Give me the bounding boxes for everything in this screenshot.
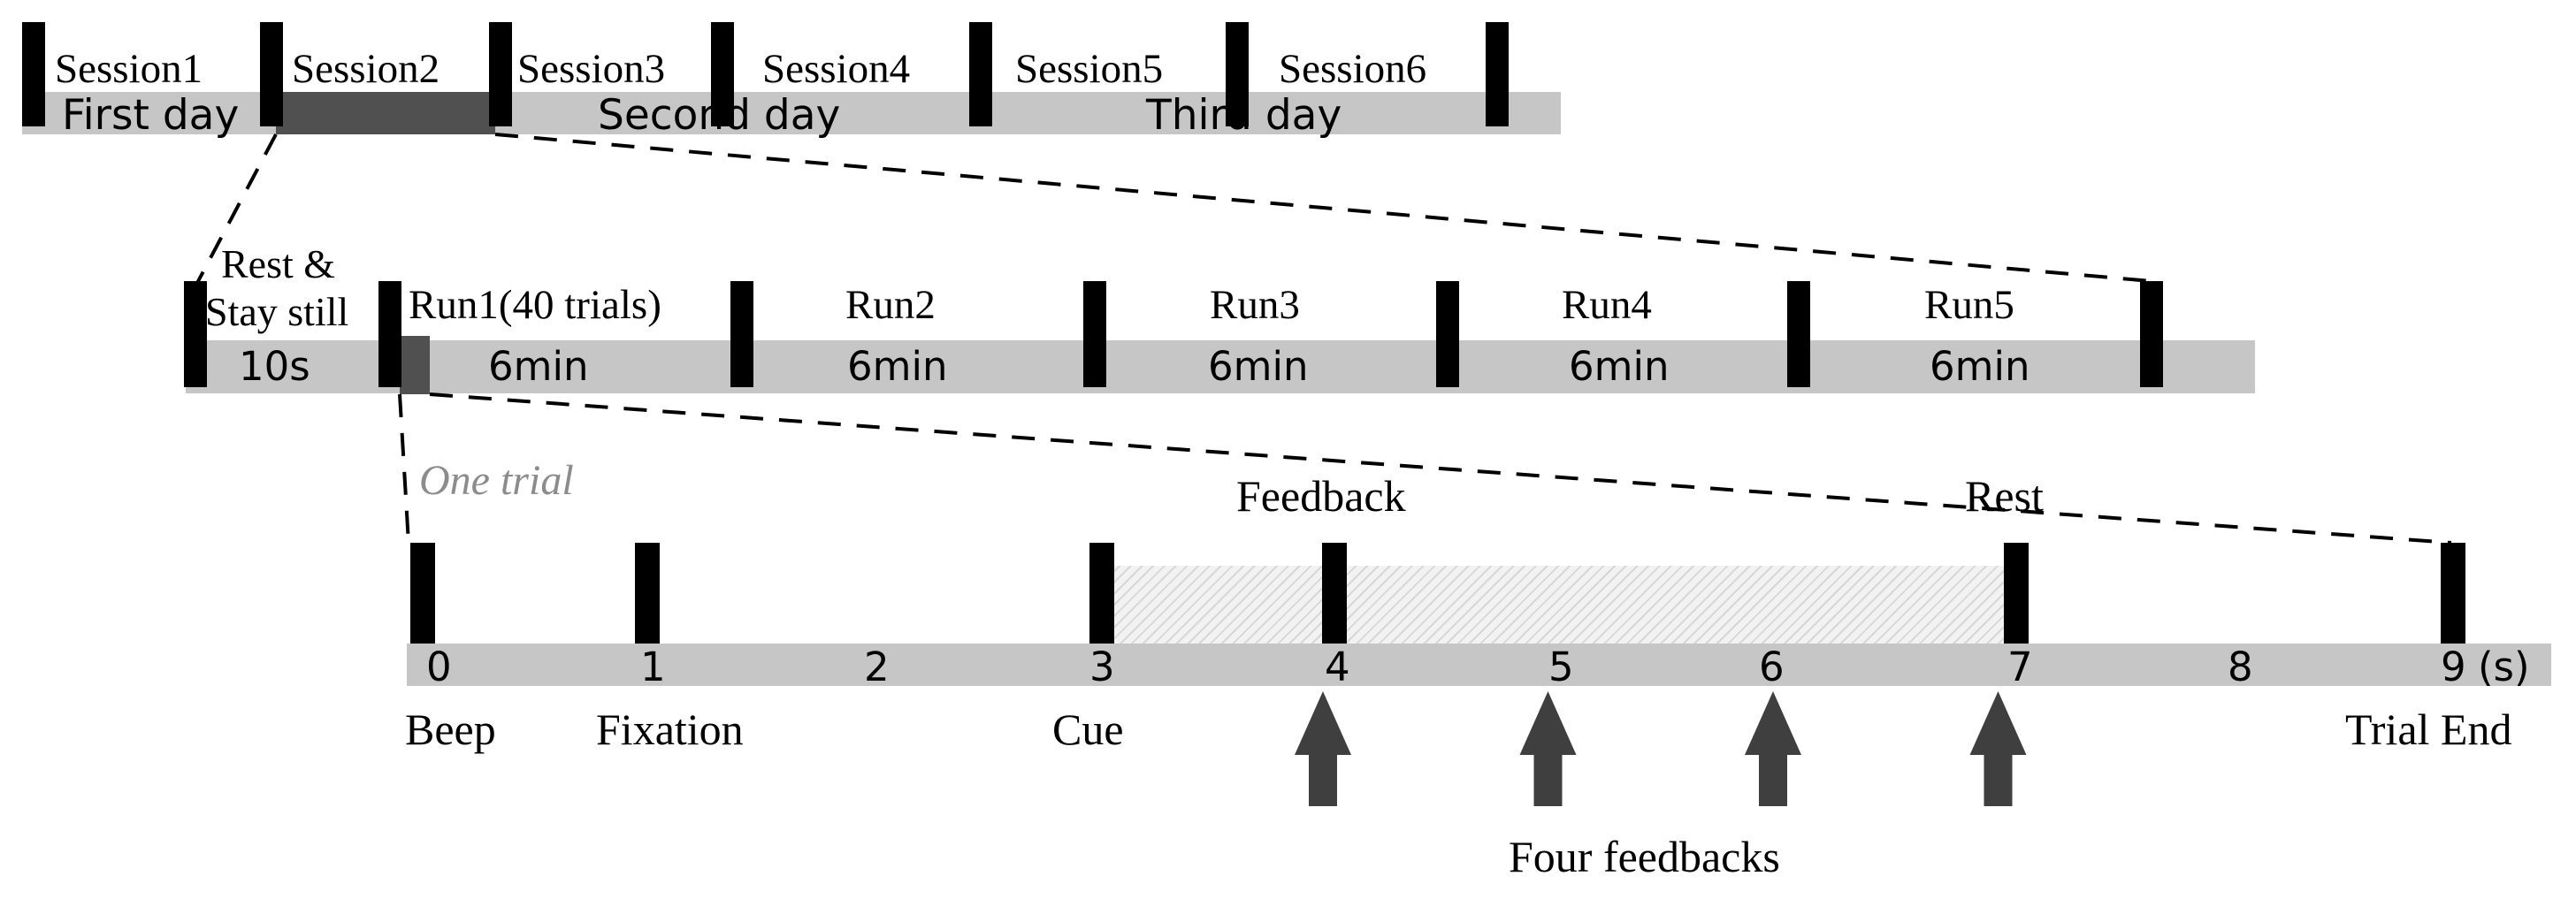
session-marker bbox=[1486, 22, 1509, 126]
feedback-arrow bbox=[1969, 691, 2027, 806]
run-label: Run1(40 trials) bbox=[409, 282, 661, 328]
zoom-connector-line bbox=[494, 133, 2152, 283]
feedback-period bbox=[1107, 566, 2015, 644]
run-marker bbox=[1436, 281, 1459, 387]
event-label: Cue bbox=[1052, 705, 1124, 754]
time-tick-label: 6 bbox=[1759, 644, 1785, 690]
time-tick-label: 3 bbox=[1089, 644, 1115, 690]
run-duration: 6min bbox=[488, 343, 589, 390]
trial-bar bbox=[407, 644, 2551, 686]
session-label: Session5 bbox=[1015, 46, 1164, 92]
four-feedbacks-label: Four feedbacks bbox=[1509, 832, 1780, 881]
time-tick-label: 4 bbox=[1325, 644, 1350, 690]
run-duration: 6min bbox=[1569, 343, 1670, 390]
session-marker bbox=[260, 22, 283, 126]
run-label: Run5 bbox=[1924, 282, 2014, 328]
zoom-connector-line bbox=[398, 393, 410, 544]
session-marker bbox=[711, 22, 734, 126]
trial-highlight bbox=[400, 336, 430, 394]
time-tick-label: 7 bbox=[2007, 644, 2033, 690]
time-tick-label: 2 bbox=[864, 644, 890, 690]
time-tick-label: 0 bbox=[426, 644, 452, 690]
trial-marker bbox=[2441, 543, 2465, 644]
feedback-arrow bbox=[1519, 691, 1577, 806]
session-label: Session6 bbox=[1279, 46, 1427, 92]
session-label: Session1 bbox=[55, 46, 203, 92]
one-trial-label: One trial bbox=[419, 457, 574, 504]
run-marker bbox=[378, 281, 401, 387]
session-marker bbox=[1226, 22, 1249, 126]
time-unit-label: (s) bbox=[2478, 644, 2530, 690]
day-label: First day bbox=[62, 91, 240, 140]
run-duration: 6min bbox=[1930, 343, 2030, 390]
day-label: Second day bbox=[598, 91, 841, 140]
run-marker bbox=[730, 281, 753, 387]
session2-highlight bbox=[276, 92, 495, 134]
event-label: Beep bbox=[405, 705, 496, 754]
session-label: Session3 bbox=[517, 46, 666, 92]
session-label: Session2 bbox=[292, 46, 440, 92]
feedback-label: Feedback bbox=[1236, 471, 1406, 521]
run-marker bbox=[2140, 281, 2163, 387]
run-marker bbox=[184, 281, 207, 387]
event-label: Fixation bbox=[596, 705, 744, 754]
trial-marker bbox=[410, 543, 435, 644]
zoom-connector-line bbox=[195, 133, 278, 286]
session-label: Session4 bbox=[762, 46, 911, 92]
session-marker bbox=[969, 22, 992, 126]
run-marker bbox=[1787, 281, 1810, 387]
run-duration: 6min bbox=[847, 343, 948, 390]
rest-label-line1: Rest & bbox=[221, 241, 336, 286]
time-tick-label: 8 bbox=[2228, 644, 2253, 690]
time-tick-label: 5 bbox=[1548, 644, 1574, 690]
session-bar bbox=[186, 340, 2255, 393]
rest-label-line2: Stay still bbox=[205, 289, 349, 334]
trial-marker bbox=[1089, 543, 1114, 644]
rest-duration: 10s bbox=[239, 343, 310, 390]
feedback-arrow bbox=[1295, 691, 1351, 806]
time-tick-label: 1 bbox=[640, 644, 666, 690]
event-label: Trial End bbox=[2345, 705, 2512, 754]
trial-marker bbox=[2004, 543, 2029, 644]
zoom-connector-line bbox=[429, 392, 2452, 545]
day-label: Third day bbox=[1146, 91, 1342, 140]
run-label: Run2 bbox=[845, 282, 936, 328]
trial-marker bbox=[1322, 543, 1347, 644]
time-tick-label: 9 bbox=[2441, 644, 2466, 690]
session-marker bbox=[489, 22, 512, 126]
run-label: Run3 bbox=[1210, 282, 1300, 328]
run-duration: 6min bbox=[1208, 343, 1309, 390]
run-label: Run4 bbox=[1562, 282, 1652, 328]
session-marker bbox=[22, 22, 45, 126]
run-marker bbox=[1083, 281, 1106, 387]
trial-marker bbox=[635, 543, 660, 644]
feedback-arrows bbox=[1295, 691, 2027, 806]
feedback-arrow bbox=[1745, 691, 1801, 806]
